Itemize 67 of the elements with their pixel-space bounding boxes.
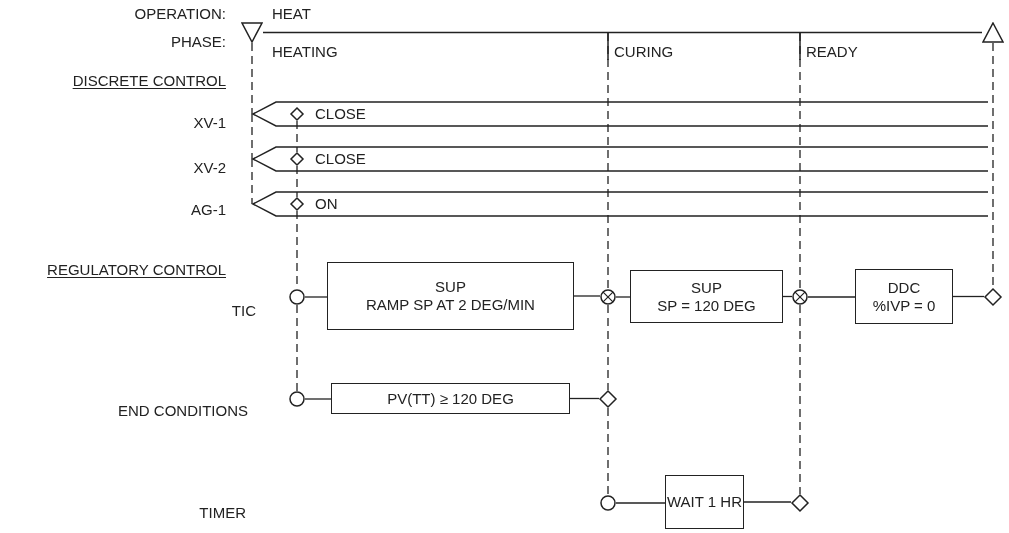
connector-line [615,502,666,504]
row-label: OPERATION: [134,5,226,23]
row-label: XV-1 [193,114,226,132]
triangle-marker [241,22,263,43]
row-label: HEATING [272,43,338,61]
circle-symbol [289,391,305,407]
connector-line [743,501,792,503]
step-box [630,270,783,323]
dashed-line [296,304,298,392]
row-label: TIMER [199,504,246,522]
dashed-line [296,165,298,198]
connector-line [569,397,600,400]
diamond-symbol [984,288,1002,306]
crossed-circle-symbol [600,289,616,305]
dashed-line [296,120,298,153]
row-label: CURING [614,43,674,61]
step-text: WAIT 1 HR [666,493,743,511]
row-label: DISCRETE CONTROL [72,72,226,90]
step-text: PV(TT) ≥ 120 DEG [386,389,515,408]
connector-line [615,296,631,298]
connector-line [262,31,983,34]
diamond-symbol [290,107,304,121]
dashed-line [251,113,253,160]
row-label: PHASE: [170,33,226,51]
circle-symbol [600,495,616,511]
row-label: END CONDITIONS [118,402,248,420]
connector-line [304,296,328,298]
triangle-marker [982,22,1004,43]
dashed-line [251,158,253,205]
dashed-line [607,407,609,496]
dashed-line [799,304,801,495]
dashed-line [251,42,253,115]
row-label: XV-2 [193,159,226,177]
crossed-circle-symbol [792,289,808,305]
circle-symbol [289,289,305,305]
step-box [331,383,570,414]
state-text: CLOSE [315,149,366,169]
connector-line [304,398,332,400]
row-label: AG-1 [191,201,226,219]
step-text: DDC [886,278,922,297]
row-label: TIC [231,302,256,320]
state-bar [253,147,988,171]
step-text: SUP [434,278,467,296]
step-text: SP = 120 DEG [656,296,757,315]
row-label: READY [806,43,858,61]
connector-line [952,295,985,298]
step-text: SUP [690,278,723,297]
dashed-line [799,32,801,290]
step-text: %IVP = 0 [871,296,937,315]
diamond-symbol [290,197,304,211]
step-box [665,475,744,529]
state-bar [253,102,988,126]
row-label: REGULATORY CONTROL [47,261,226,279]
state-bar [253,192,988,216]
diamond-symbol [791,494,809,512]
step-text: RAMP SP AT 2 DEG/MIN [365,296,536,314]
connector-line [573,295,601,297]
dashed-line [607,304,609,391]
dashed-line [607,32,609,290]
row-label: HEAT [272,5,311,23]
step-box [327,262,574,330]
state-text: ON [315,194,338,214]
diamond-symbol [599,390,617,408]
step-box [855,269,953,324]
state-text: CLOSE [315,104,366,124]
connector-line [807,296,856,298]
diamond-symbol [290,152,304,166]
